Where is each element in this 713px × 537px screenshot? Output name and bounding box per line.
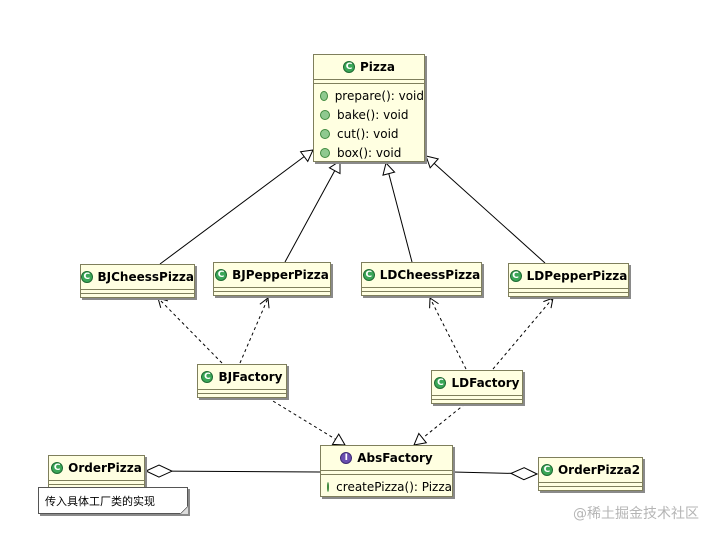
class-ldcheesspizza[interactable]: C LDCheessPizza: [361, 262, 482, 296]
class-ldfactory[interactable]: C LDFactory: [431, 370, 523, 404]
class-name: OrderPizza: [68, 461, 142, 475]
class-ldpepperpizza[interactable]: C LDPepperPizza: [508, 263, 629, 297]
attribute-compartment: [362, 288, 481, 292]
class-icon: C: [51, 462, 64, 474]
class-icon: C: [509, 270, 522, 282]
class-pizza[interactable]: C Pizza prepare(): void bake(): void cut(…: [313, 54, 425, 162]
class-orderpizza2[interactable]: C OrderPizza2: [538, 457, 643, 491]
aggregation-orderpizza: [146, 471, 321, 472]
note[interactable]: 传入具体工厂类的实现: [38, 487, 188, 514]
class-name: LDFactory: [451, 376, 520, 390]
class-icon: C: [540, 464, 553, 476]
note-text: 传入具体工厂类的实现: [45, 495, 155, 508]
class-icon: C: [362, 269, 375, 281]
method-row: createPizza(): Pizza: [327, 477, 452, 496]
class-name: BJFactory: [218, 370, 283, 384]
public-method-icon: [320, 147, 330, 158]
attribute-compartment: [198, 390, 286, 394]
method-row: bake(): void: [320, 105, 424, 124]
method-row: cut(): void: [320, 124, 424, 143]
attribute-compartment: [49, 481, 144, 485]
class-name: AbsFactory: [357, 451, 433, 465]
public-method-icon: [320, 109, 330, 120]
realize-ldfactory-absfactory: [413, 403, 466, 446]
class-name: OrderPizza2: [557, 463, 641, 477]
interface-icon: I: [340, 452, 353, 464]
interface-absfactory[interactable]: I AbsFactory createPizza(): Pizza: [320, 445, 453, 497]
class-icon: C: [434, 377, 447, 389]
watermark: @稀土掘金技术社区: [573, 506, 699, 522]
public-method-icon: [320, 90, 328, 101]
class-name: LDPepperPizza: [526, 269, 628, 283]
class-bjfactory[interactable]: C BJFactory: [197, 364, 287, 398]
dep-bjfactory-bjcheess: [157, 297, 223, 364]
inherit-bjpepper-pizza: [284, 160, 341, 263]
class-name: Pizza: [360, 60, 395, 74]
class-name: BJCheessPizza: [97, 270, 195, 284]
method-compartment: prepare(): void bake(): void cut(): void…: [314, 84, 424, 164]
dep-ldfactory-ldpepper: [492, 297, 554, 370]
realize-bjfactory-absfactory: [267, 397, 346, 446]
public-method-icon: [327, 481, 330, 492]
class-icon: C: [215, 269, 228, 281]
attribute-compartment: [539, 483, 642, 487]
attribute-compartment: [432, 396, 522, 400]
class-icon: C: [201, 371, 214, 383]
attribute-compartment: [509, 289, 628, 293]
inherit-bjcheess-pizza: [159, 149, 314, 265]
inherit-ldpepper-pizza: [425, 155, 546, 264]
dep-bjfactory-bjpepper: [239, 297, 270, 364]
dep-ldfactory-ldcheess: [429, 297, 467, 370]
attribute-compartment: [321, 471, 452, 475]
class-name: LDCheessPizza: [379, 268, 481, 282]
class-bjpepperpizza[interactable]: C BJPepperPizza: [213, 262, 331, 296]
class-icon: C: [81, 271, 93, 283]
method-row: prepare(): void: [320, 86, 424, 105]
class-name: BJPepperPizza: [232, 268, 329, 282]
method-compartment: createPizza(): Pizza: [321, 475, 452, 498]
attribute-compartment: [81, 290, 194, 294]
inherit-ldcheess-pizza: [382, 161, 413, 263]
aggregation-orderpizza2: [452, 472, 537, 474]
class-bjcheesspizza[interactable]: C BJCheessPizza: [80, 264, 195, 298]
class-orderpizza[interactable]: C OrderPizza: [48, 455, 145, 489]
attribute-compartment: [314, 80, 424, 84]
class-icon: C: [343, 61, 355, 73]
method-row: box(): void: [320, 143, 424, 162]
public-method-icon: [320, 128, 330, 139]
attribute-compartment: [214, 288, 330, 292]
